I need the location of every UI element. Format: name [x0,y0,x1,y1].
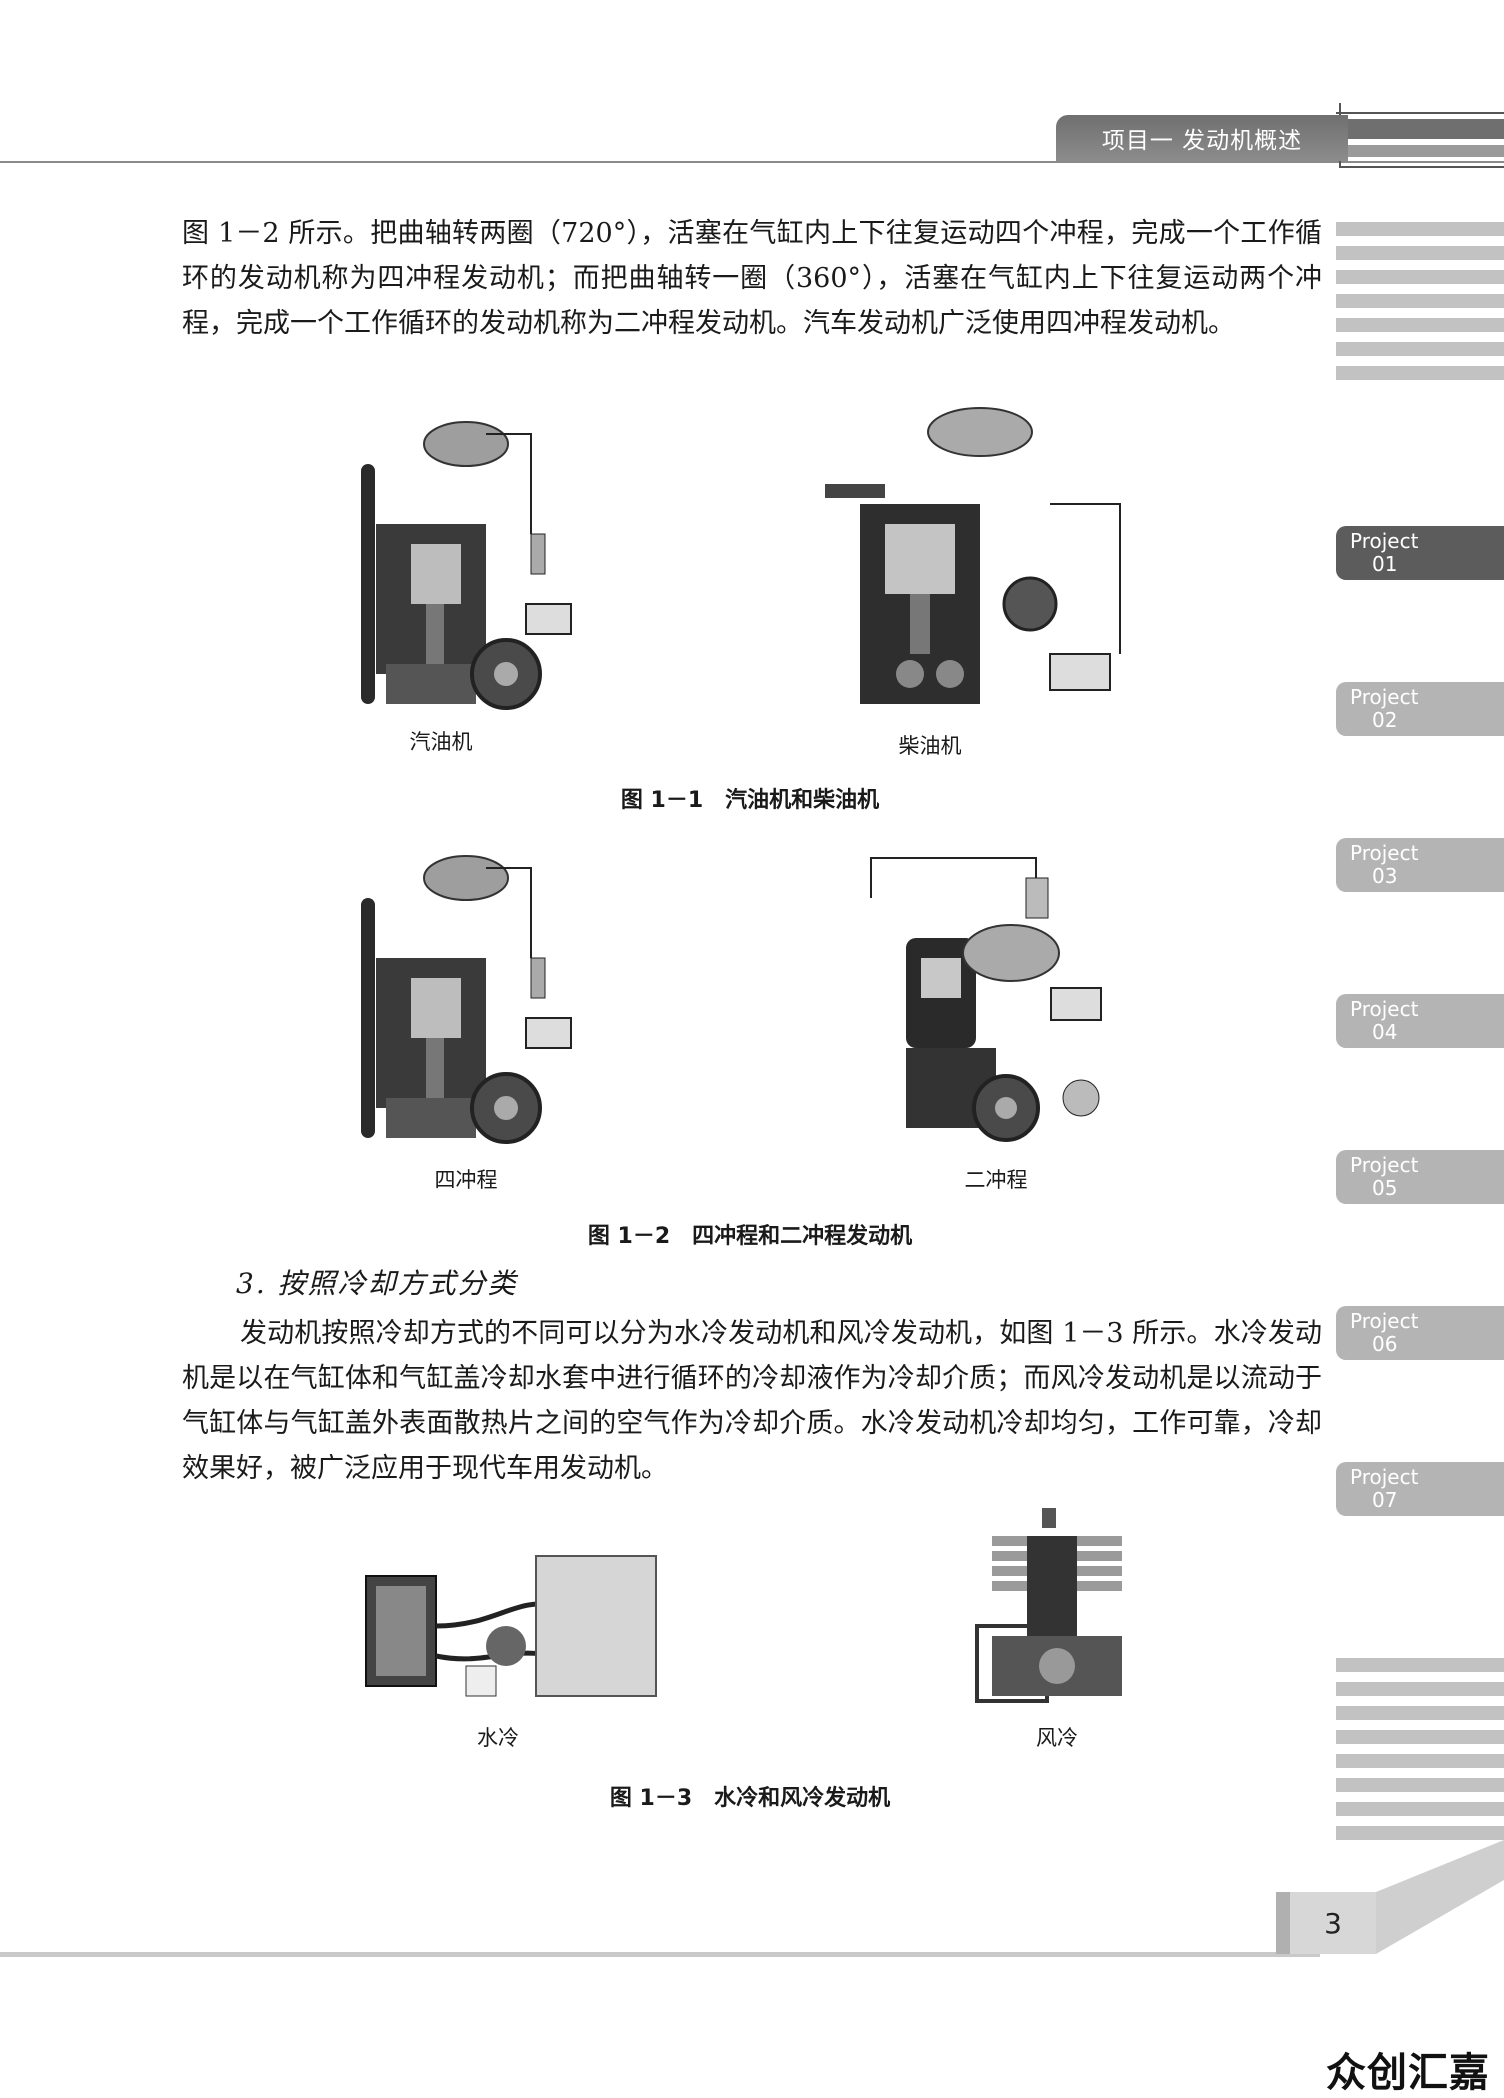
side-stripe [1336,1658,1504,1672]
section-heading: 3. 按照冷却方式分类 [236,1267,518,1300]
side-stripe [1336,342,1504,356]
gasoline-engine-image [356,404,576,716]
water-cooled-engine-image [356,1536,668,1716]
figure-3-right-label: 风冷 [1036,1726,1078,1750]
footer-decoration [1376,1840,1504,1954]
side-stripe [1336,222,1504,236]
figure-3-caption: 图 1－3 水冷和风冷发动机 [609,1786,891,1811]
side-stripe [1336,318,1504,332]
side-stripe [1336,1802,1504,1816]
figure-2-right-label: 二冲程 [964,1168,1028,1192]
page-number: 3 [1276,1892,1376,1954]
side-stripe [1336,1706,1504,1720]
header-decoration [1336,103,1504,168]
header-rule [0,161,1504,163]
air-cooled-engine-image [972,1506,1142,1716]
watermark-logo: 众创汇嘉 [1326,2050,1490,2096]
side-stripe [1336,1730,1504,1744]
side-stripe [1336,1778,1504,1792]
diesel-engine-image [820,404,1140,722]
chapter-header-tab: 项目一 发动机概述 [1056,115,1348,161]
side-stripe [1336,1754,1504,1768]
two-stroke-engine-image [866,838,1116,1156]
figure-2-caption: 图 1－2 四冲程和二冲程发动机 [587,1224,913,1249]
side-stripe [1336,294,1504,308]
body-paragraph-2: 发动机按照冷却方式的不同可以分为水冷发动机和风冷发动机，如图 1－3 所示。水冷… [182,1318,1322,1484]
body-paragraph-1: 图 1－2 所示。把曲轴转两圈（720°），活塞在气缸内上下往复运动四个冲程，完… [182,218,1322,339]
side-stripe [1336,1682,1504,1696]
footer-rule [0,1952,1320,1957]
figure-2-left-label: 四冲程 [434,1168,498,1192]
figure-1-right-label: 柴油机 [898,734,962,758]
side-stripe [1336,1826,1504,1840]
side-stripe [1336,246,1504,260]
figure-3-left-label: 水冷 [477,1726,519,1750]
figure-1-caption: 图 1－1 汽油机和柴油机 [620,788,880,813]
side-stripe [1336,366,1504,380]
side-stripe [1336,270,1504,284]
four-stroke-engine-image [356,838,576,1156]
figure-1-left-label: 汽油机 [409,730,473,754]
